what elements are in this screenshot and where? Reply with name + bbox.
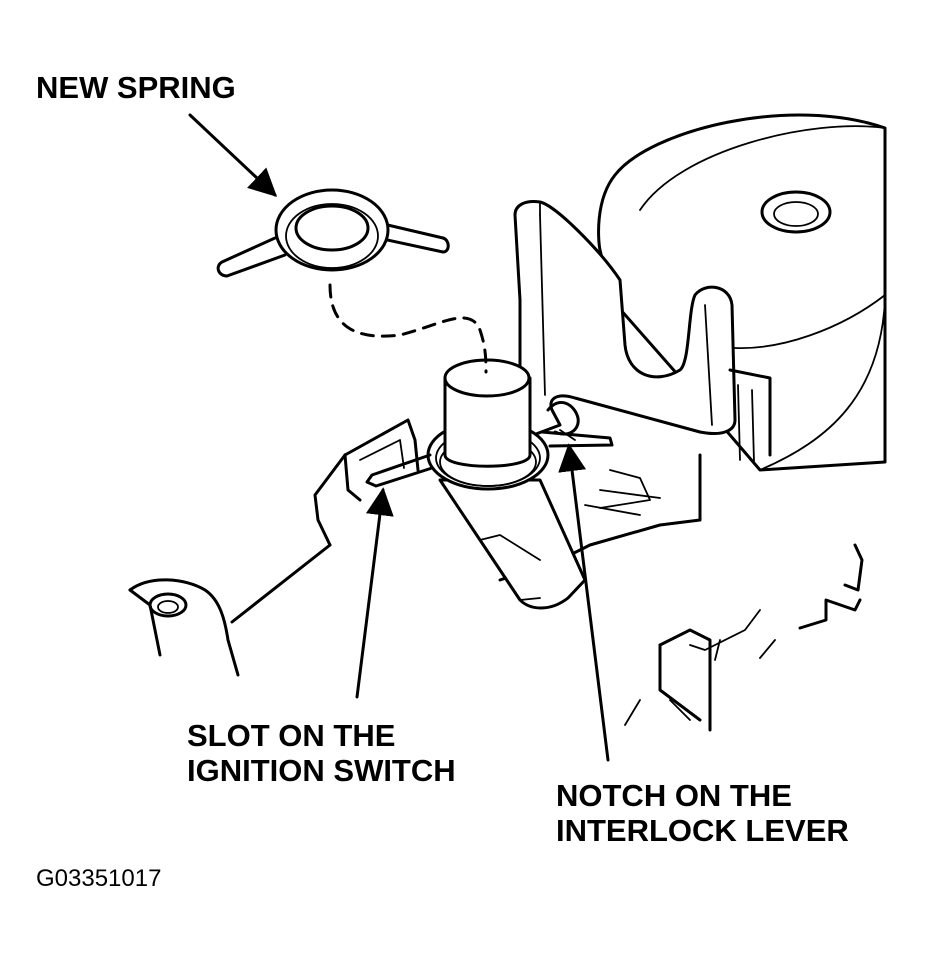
housing-bore [760, 190, 832, 234]
lock-cylinder-housing [597, 113, 887, 472]
housing-ribs [498, 368, 864, 732]
figure-id: G03351017 [36, 865, 161, 892]
new-spring-part [216, 188, 450, 278]
slot-label-line1: SLOT ON THE [187, 718, 395, 753]
notch-leader [558, 443, 610, 762]
switch-shaft [426, 358, 550, 491]
notch-label-line2: INTERLOCK LEVER [556, 813, 849, 848]
new-spring-label: NEW SPRING [36, 70, 236, 105]
slot-label-line2: IGNITION SWITCH [187, 753, 456, 788]
new-spring-leader [188, 113, 278, 197]
install-path-dashed [328, 283, 488, 374]
ignition-switch-body [128, 418, 587, 677]
mounting-hole [148, 592, 188, 618]
slot-leader [355, 487, 394, 699]
notch-label-line1: NOTCH ON THE [556, 778, 792, 813]
